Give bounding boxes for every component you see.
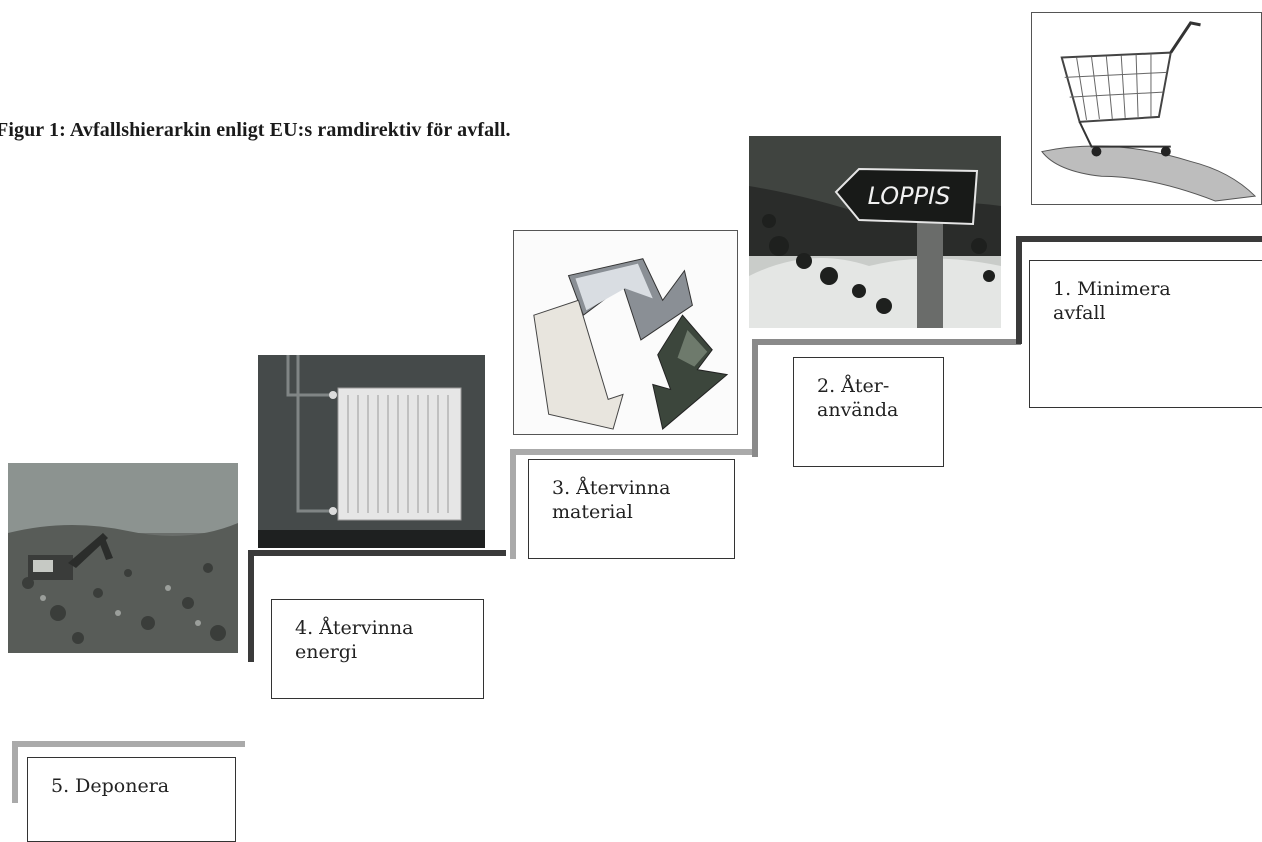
step-4-box: 4. Återvinna energi (271, 599, 484, 699)
step-2-box: 2. Åter- använda (793, 357, 944, 467)
shopping-cart-image (1031, 12, 1262, 205)
stair-riser-2 (752, 339, 758, 457)
step-2-label-line1: 2. Åter- (817, 375, 890, 397)
stair-riser-5 (12, 741, 18, 803)
stair-ledge-5 (15, 741, 245, 747)
loppis-sign-text: LOPPIS (868, 182, 951, 210)
step-4-label-line1: 4. Återvinna (295, 617, 414, 639)
stair-ledge-3 (512, 449, 752, 455)
stair-ledge-1 (1019, 236, 1262, 242)
step-3-box: 3. Återvinna material (528, 459, 735, 559)
stair-riser-1 (1016, 236, 1022, 344)
step-1-label-line2: avfall (1053, 302, 1106, 324)
step-1-box: 1. Minimera avfall (1029, 260, 1262, 408)
step-5-box: 5. Deponera (27, 757, 236, 842)
recycling-arrows-image (513, 230, 738, 435)
radiator-image (258, 355, 485, 548)
figure-caption: Figur 1: Avfallshierarkin enligt EU:s ra… (0, 119, 511, 141)
step-3-label-line2: material (552, 501, 633, 523)
stair-ledge-2 (756, 339, 1021, 345)
stair-riser-4 (248, 550, 254, 662)
step-1-label-line1: 1. Minimera (1053, 278, 1171, 300)
step-2-label-line2: använda (817, 399, 899, 421)
step-3-label-line1: 3. Återvinna (552, 477, 671, 499)
stair-riser-3 (510, 449, 516, 559)
landfill-excavator-image (8, 463, 238, 653)
stair-ledge-4 (248, 550, 506, 556)
loppis-sign-image: LOPPIS (749, 136, 1001, 328)
step-4-label-line2: energi (295, 641, 358, 663)
step-5-label-line1: 5. Deponera (51, 775, 170, 797)
